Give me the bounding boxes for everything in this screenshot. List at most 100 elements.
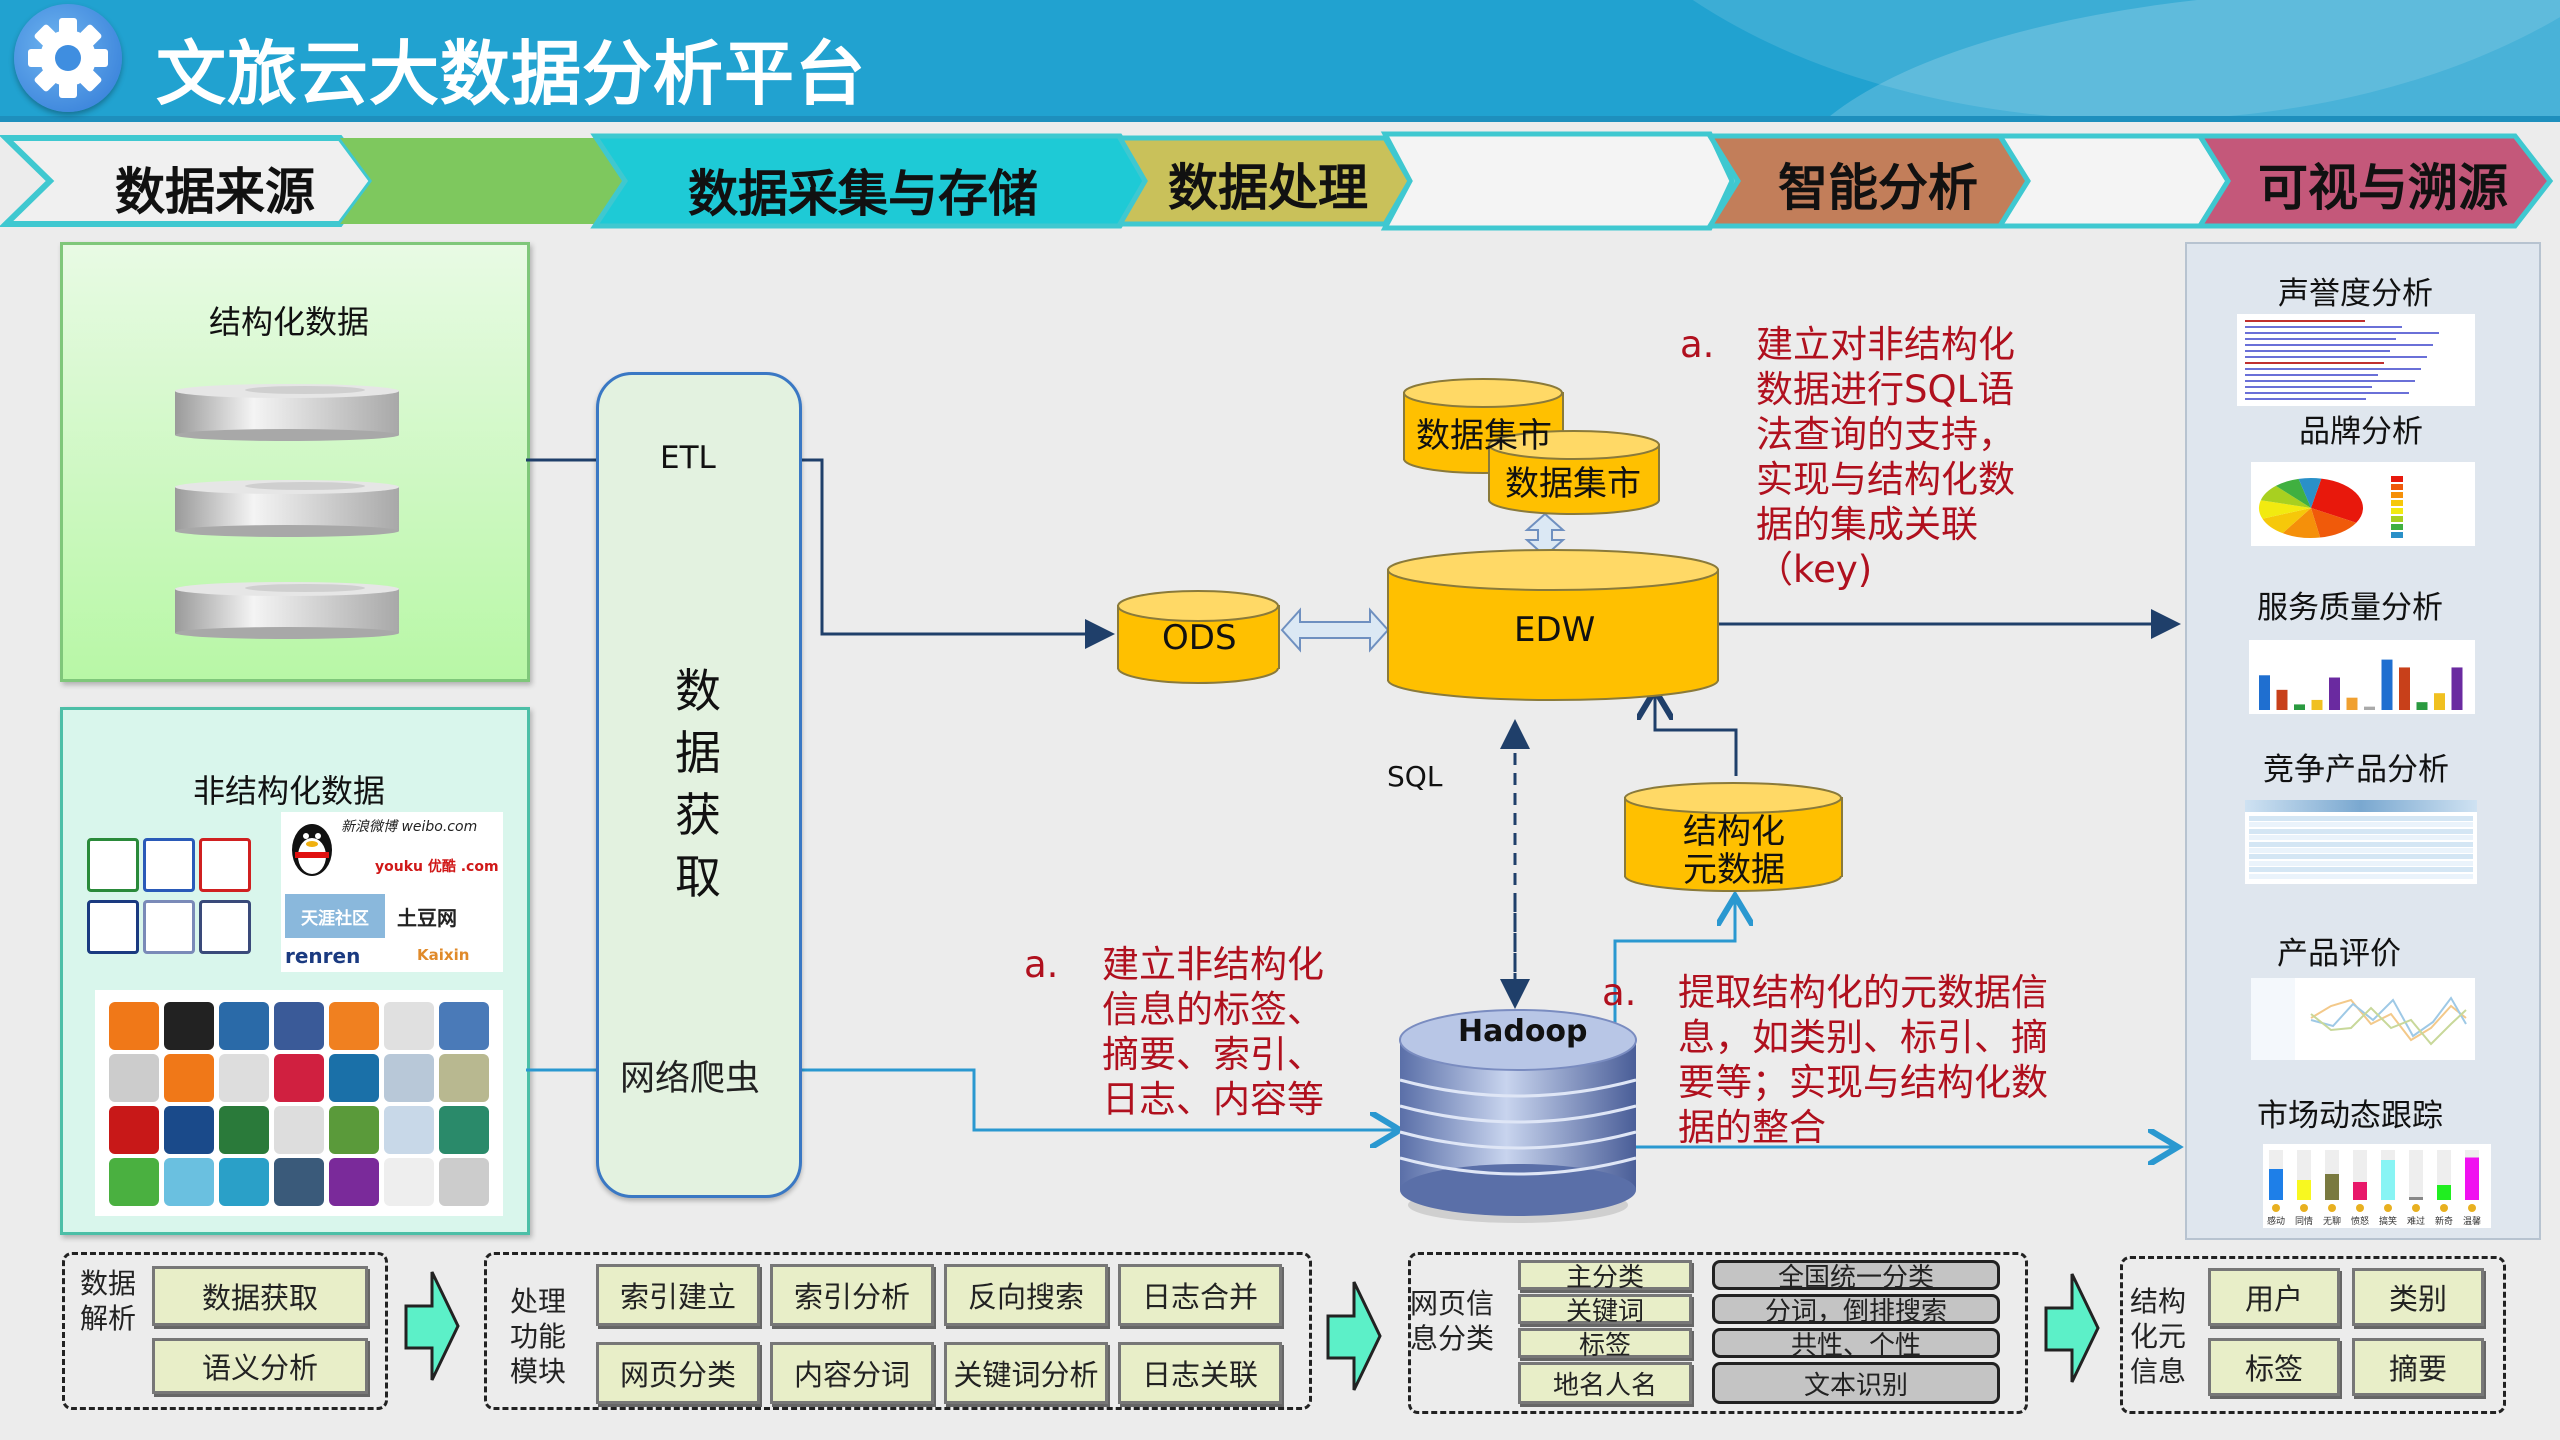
table-row-mark (2249, 841, 2473, 847)
analysis-title-brand[interactable]: 品牌分析 (2299, 414, 2423, 450)
emoji-icon (2328, 1204, 2336, 1212)
unstructured-data-panel: 非结构化数据 新浪微博 weibo.com youku 优酷 .com 天涯社区… (60, 707, 530, 1235)
table-row-mark (2249, 854, 2473, 860)
pie-legend-swatch (2391, 516, 2403, 522)
stage-label-sources: 数据来源 (115, 163, 315, 221)
hadoop-to-meta-line (1613, 896, 1735, 1030)
note-line: 据的整合 (1678, 1106, 1826, 1149)
unstructured-data-title: 非结构化数据 (193, 772, 386, 810)
renren-logo: renren (285, 944, 361, 968)
webclass-method-button[interactable]: 文本识别 (1712, 1362, 2000, 1404)
google-icon (219, 1054, 269, 1102)
meta-info-button[interactable]: 用户 (2208, 1268, 2340, 1326)
yahoo-icon (329, 1158, 379, 1206)
data-fetch-button[interactable]: 数据获取 (152, 1266, 368, 1326)
webclass-group (1408, 1252, 2028, 1414)
acquisition-char-3: 获 (675, 788, 721, 842)
emoji-icon (2468, 1204, 2476, 1212)
myspace-icon (164, 1106, 214, 1154)
analysis-title-service[interactable]: 服务质量分析 (2257, 590, 2443, 626)
note-unstructured-tags: a. 建立非结构化信息的标签、摘要、索引、日志、内容等 (1024, 942, 1384, 1122)
webclass-method-button[interactable]: 共性、个性 (1712, 1328, 2000, 1361)
metadata-label-1: 结构化 (1683, 812, 1785, 852)
mood-bar-fill (2465, 1157, 2479, 1200)
yelp-icon (384, 1158, 434, 1206)
youtube-icon (439, 1158, 489, 1206)
list-row-mark (2245, 338, 2396, 340)
list-row-mark (2245, 380, 2415, 382)
module-button[interactable]: 索引建立 (596, 1264, 760, 1326)
analysis-title-reputation[interactable]: 声誉度分析 (2278, 276, 2433, 312)
chat-icon (109, 1158, 159, 1206)
table-row-mark (2249, 828, 2473, 834)
stage-5-shape (2195, 133, 2554, 229)
structured-metadata-cylinder (1624, 782, 1843, 892)
pie-legend-swatch (2391, 500, 2403, 506)
metadata-label-2: 元数据 (1683, 850, 1785, 890)
module-button[interactable]: 关键词分析 (944, 1342, 1108, 1404)
vimeo-icon (219, 1158, 269, 1206)
photo-icon (199, 900, 251, 954)
webclass-category-button[interactable]: 标签 (1518, 1328, 1692, 1361)
mood-bar-fill (2409, 1197, 2423, 1200)
linkedin-icon (329, 1054, 379, 1102)
meta-info-button[interactable]: 摘要 (2352, 1338, 2484, 1396)
etl-label: ETL (660, 440, 716, 476)
module-button[interactable]: 索引分析 (770, 1264, 934, 1326)
note-line: 摘要、索引、 (1102, 1033, 1324, 1076)
bar-mark (2259, 675, 2270, 710)
webclass-method-button[interactable]: 分词，倒排搜索 (1712, 1294, 2000, 1327)
list-row-mark (2245, 392, 2409, 394)
bar-mark (2294, 704, 2305, 710)
emoji-icon (2300, 1204, 2308, 1212)
modules-group (484, 1252, 1312, 1410)
list-row-mark (2245, 368, 2421, 370)
facebook-icon (274, 1002, 324, 1050)
rss-icon (329, 1002, 379, 1050)
qq-icon (287, 822, 337, 880)
note-line: 建立对非结构化 (1756, 323, 2015, 366)
pie-legend-swatch (2391, 524, 2403, 530)
table-row-mark (2249, 860, 2473, 866)
twitter-icon (164, 1158, 214, 1206)
brand-pie-thumbnail (2251, 462, 2475, 546)
analysis-title-market[interactable]: 市场动态跟踪 (2257, 1098, 2443, 1134)
stage-label-process: 数据处理 (1168, 159, 1368, 217)
delicious-icon (164, 1002, 214, 1050)
module-button[interactable]: 日志关联 (1118, 1342, 1282, 1404)
semantic-analysis-button[interactable]: 语义分析 (152, 1338, 368, 1394)
meta-info-button[interactable]: 类别 (2352, 1268, 2484, 1326)
table-row-mark (2249, 848, 2473, 853)
tianya-logo: 天涯社区 (285, 894, 385, 938)
module-button[interactable]: 内容分词 (770, 1342, 934, 1404)
list-row-mark (2245, 362, 2384, 364)
picasa-icon (274, 1106, 324, 1154)
webclass-category-button[interactable]: 主分类 (1518, 1260, 1692, 1293)
lastfm-icon (274, 1054, 324, 1102)
pie-slice (2311, 508, 2357, 538)
mood-bar-label: 无聊 (2323, 1215, 2341, 1227)
mood-bar-label: 新奇 (2435, 1215, 2453, 1227)
bar-mark (2276, 689, 2288, 710)
pie-slice (2298, 478, 2322, 508)
pie-slice (2311, 478, 2363, 523)
pie-legend-swatch (2391, 532, 2403, 538)
flickr-icon (384, 1002, 434, 1050)
meta-info-button[interactable]: 标签 (2208, 1338, 2340, 1396)
note-line: 据的集成关联 (1756, 503, 1978, 546)
webclass-method-button[interactable]: 全国统一分类 (1712, 1260, 2000, 1293)
module-button[interactable]: 网页分类 (596, 1342, 760, 1404)
note-line: 息，如类别、标引、摘 (1678, 1016, 2048, 1059)
module-button[interactable]: 日志合并 (1118, 1264, 1282, 1326)
webclass-category-button[interactable]: 地名人名 (1518, 1362, 1692, 1404)
friendfeed-icon (439, 1002, 489, 1050)
stumbleupon-icon (439, 1106, 489, 1154)
list-row-mark (2245, 386, 2372, 388)
analysis-title-competitor[interactable]: 竞争产品分析 (2263, 752, 2449, 788)
analysis-title-review[interactable]: 产品评价 (2277, 936, 2401, 972)
module-button[interactable]: 反向搜索 (944, 1264, 1108, 1326)
note-bullet: a. (1024, 943, 1059, 986)
digg-icon (219, 1002, 269, 1050)
webclass-category-button[interactable]: 关键词 (1518, 1294, 1692, 1327)
